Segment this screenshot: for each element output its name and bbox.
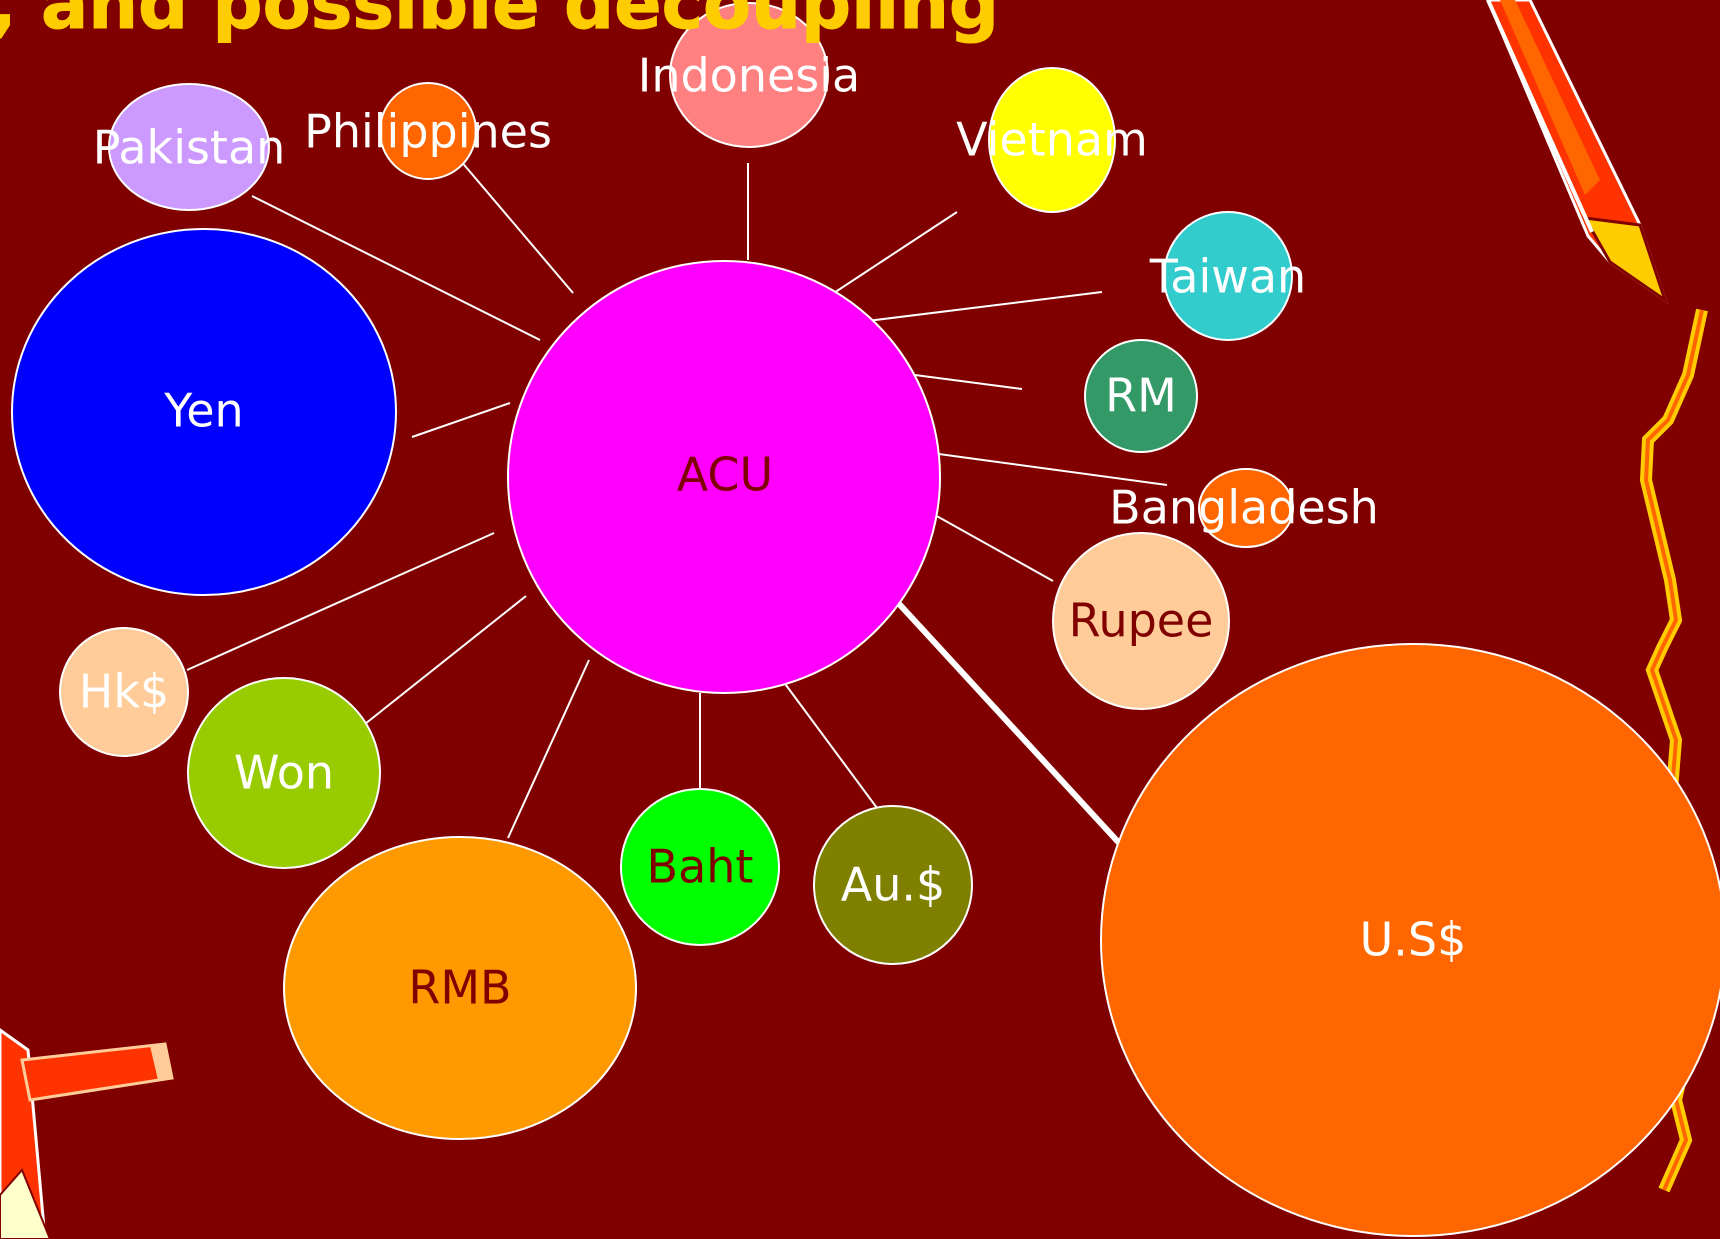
hkd-circle bbox=[59, 627, 189, 757]
rm-circle bbox=[1084, 339, 1198, 453]
bangladesh-label: Bangladesh bbox=[1109, 481, 1379, 535]
rupee-circle bbox=[1052, 532, 1230, 710]
connector-taiwan bbox=[842, 291, 1103, 325]
connector-yen bbox=[411, 402, 511, 438]
connector-aud bbox=[779, 676, 878, 809]
connector-pakistan bbox=[251, 195, 541, 341]
currency-labels: Yen Pakistan Philippines IndonesiaVietnamTa… bbox=[79, 49, 1467, 1015]
connector-rmb bbox=[507, 659, 590, 839]
baht-label: Baht bbox=[647, 840, 754, 894]
acu-label: ACU bbox=[677, 448, 773, 502]
acu-circle bbox=[507, 260, 941, 694]
rm-label: RM bbox=[1105, 369, 1177, 423]
connector-philippines bbox=[459, 159, 574, 294]
connector-bangladesh bbox=[923, 451, 1168, 486]
pencil-icon bbox=[0, 1028, 174, 1239]
aud-circle bbox=[813, 805, 973, 965]
vietnam-circle bbox=[988, 67, 1116, 213]
connector-won bbox=[364, 595, 527, 725]
hkd-label: Hk$ bbox=[79, 665, 170, 719]
usd-label: U.S$ bbox=[1360, 913, 1467, 967]
slide-title: , and possible decoupling bbox=[0, 0, 999, 45]
taiwan-circle bbox=[1163, 211, 1293, 341]
indonesia-circle bbox=[669, 2, 829, 148]
won-circle bbox=[187, 677, 381, 869]
rmb-label: RMB bbox=[408, 961, 511, 1015]
baht-circle bbox=[620, 788, 780, 946]
philippines-label: Philippines bbox=[304, 105, 552, 159]
yen-circle bbox=[11, 228, 397, 596]
taiwan-label: Taiwan bbox=[1149, 250, 1306, 304]
acu-node bbox=[507, 260, 941, 694]
usd-circle bbox=[1100, 643, 1720, 1237]
bangladesh-circle bbox=[1198, 468, 1294, 548]
pen-icon bbox=[1486, 0, 1668, 304]
connector-hkd bbox=[186, 532, 495, 671]
pakistan-label: Pakistan bbox=[93, 121, 286, 175]
aud-label: Au.$ bbox=[841, 858, 946, 912]
currency-nodes bbox=[11, 2, 1720, 1237]
rupee-label: Rupee bbox=[1069, 594, 1214, 648]
won-label: Won bbox=[234, 746, 334, 800]
philippines-circle bbox=[379, 82, 477, 180]
pakistan-circle bbox=[108, 83, 270, 211]
vietnam-label: Vietnam bbox=[956, 113, 1148, 167]
connector-usd bbox=[887, 591, 1123, 847]
yen-label: Yen bbox=[163, 384, 243, 438]
indonesia-label: Indonesia bbox=[638, 49, 860, 103]
rmb-circle bbox=[283, 836, 637, 1140]
